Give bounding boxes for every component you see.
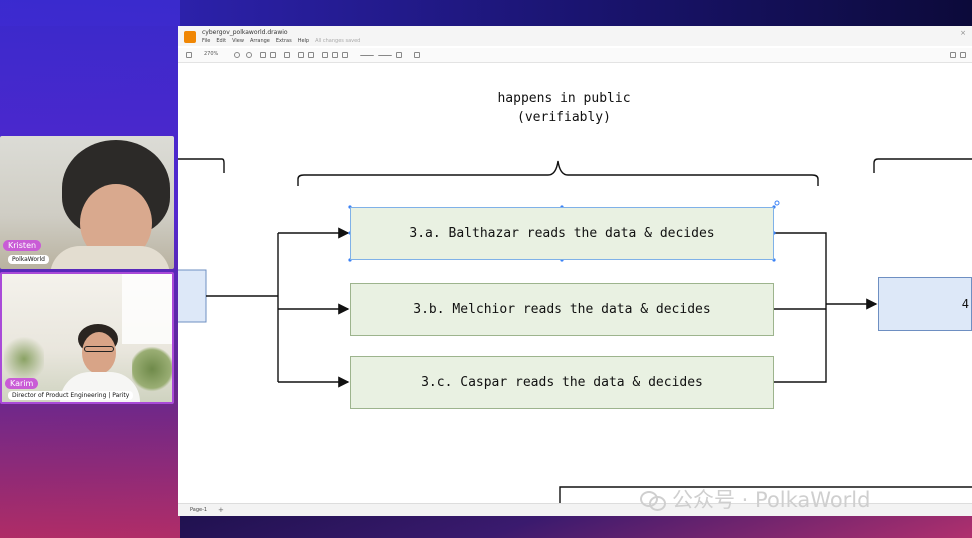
left-source-box [178, 269, 207, 323]
menu-extras[interactable]: Extras [275, 38, 292, 44]
left-brace [178, 158, 225, 173]
menu-edit[interactable]: Edit [216, 38, 227, 44]
title-bar: cybergov_polkaworld.drawio File Edit Vie… [178, 26, 972, 46]
file-title: cybergov_polkaworld.drawio [202, 29, 288, 36]
toolbar: 270% [178, 48, 972, 63]
connection-icon[interactable] [360, 55, 374, 61]
page-tab[interactable]: Page-1 [190, 507, 208, 513]
menu-arrange[interactable]: Arrange [249, 38, 270, 44]
zoom-select[interactable]: 270% [204, 51, 219, 57]
insert-icon[interactable] [396, 52, 402, 58]
public-label-line1: happens in public [497, 91, 631, 106]
karim-plant [132, 344, 172, 394]
menu-view[interactable]: View [232, 38, 244, 44]
right-target-box[interactable]: 4 [878, 277, 972, 331]
bottom-partial-box [559, 486, 972, 503]
menu-help[interactable]: Help [297, 38, 310, 44]
public-label: happens in public (verifiably) [438, 89, 690, 127]
drawio-app-icon [184, 31, 196, 43]
box-caspar[interactable]: 3.c. Caspar reads the data & decides [350, 356, 774, 409]
background-gradient [0, 0, 180, 538]
table-icon[interactable] [414, 52, 420, 58]
zoom-in-icon[interactable] [234, 52, 240, 58]
zoom-out-icon[interactable] [246, 52, 252, 58]
to-front-icon[interactable] [298, 52, 304, 58]
fullscreen-icon[interactable] [950, 52, 956, 58]
format-panel-icon[interactable] [186, 52, 192, 58]
participant-name-tag: Karim [5, 378, 39, 389]
waypoints-icon[interactable] [378, 55, 392, 61]
window-close-icon[interactable]: × [960, 29, 966, 37]
karim-window-light [122, 274, 172, 344]
public-label-line2: (verifiably) [517, 110, 611, 125]
to-back-icon[interactable] [308, 52, 314, 58]
karim-face [82, 332, 116, 374]
redo-icon[interactable] [270, 52, 276, 58]
panel-toggle-icon[interactable] [960, 52, 966, 58]
merge-a [774, 232, 827, 383]
kristen-shoulders [50, 246, 170, 269]
participant-subtitle: PolkaWorld [8, 255, 49, 264]
fill-color-icon[interactable] [322, 52, 328, 58]
menu-bar: File Edit View Arrange Extras Help All c… [202, 38, 360, 44]
box-melchior[interactable]: 3.b. Melchior reads the data & decides [350, 283, 774, 336]
karim-glasses-icon [84, 346, 114, 352]
save-status: All changes saved [315, 38, 361, 44]
participant-subtitle: Director of Product Engineering | Parity [8, 391, 134, 400]
shadow-icon[interactable] [342, 52, 348, 58]
menu-file[interactable]: File [202, 38, 211, 44]
video-tile-kristen[interactable]: Kristen PolkaWorld [0, 136, 174, 269]
box-balthazar[interactable]: 3.a. Balthazar reads the data & decides [350, 207, 774, 260]
delete-icon[interactable] [284, 52, 290, 58]
drawio-window: cybergov_polkaworld.drawio File Edit Vie… [178, 26, 972, 516]
karim-plant-left [4, 334, 44, 384]
diagram-svg [178, 158, 972, 503]
line-color-icon[interactable] [332, 52, 338, 58]
right-brace [873, 158, 972, 173]
video-tile-karim[interactable]: Karim Director of Product Engineering | … [0, 272, 174, 404]
diagram-canvas[interactable]: happens in public (verifiably) 3.a. Balt… [178, 63, 972, 503]
participant-name-tag: Kristen [3, 240, 42, 251]
watermark: 公众号 · PolkaWorld [640, 484, 870, 514]
status-bar: Page-1 + [178, 503, 972, 516]
undo-icon[interactable] [260, 52, 266, 58]
watermark-text: 公众号 · PolkaWorld [672, 488, 871, 512]
public-brace [297, 160, 819, 186]
add-page-button[interactable]: + [218, 506, 224, 514]
wechat-icon [640, 489, 666, 511]
